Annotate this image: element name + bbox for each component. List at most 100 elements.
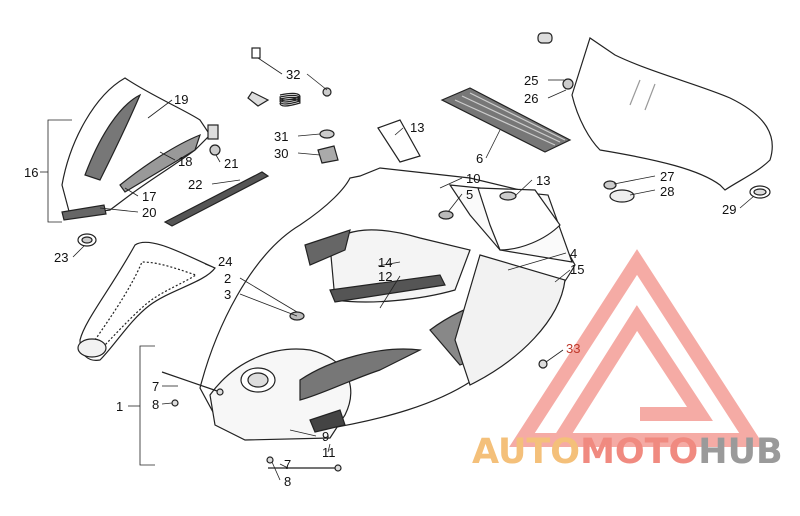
leader-20 [99, 207, 139, 213]
pin-7-upper-head [216, 388, 224, 396]
leader-13a [394, 127, 404, 136]
side-panel-13 [377, 119, 561, 251]
hood-graphic [329, 274, 446, 303]
leader-22 [211, 179, 241, 185]
console-assembly [61, 77, 270, 247]
callout-13a: 13 [410, 120, 424, 135]
callout-19: 19 [174, 92, 188, 107]
leader-lines [40, 57, 755, 481]
callout-18: 18 [178, 154, 192, 169]
callout-28: 28 [660, 184, 674, 199]
grommet-23-inner [81, 236, 93, 244]
callout-9: 9 [322, 429, 329, 444]
bezel-24 [77, 241, 216, 361]
headlight-inner [247, 372, 269, 388]
leader-28 [629, 189, 656, 196]
callout-30: 30 [274, 146, 288, 161]
clip-8-lower [266, 456, 274, 464]
bezel-cup [77, 338, 107, 358]
leader-4 [507, 252, 567, 271]
bracket-1 [139, 345, 155, 466]
vent-grille-6 [440, 87, 572, 153]
panel-13b-vent [499, 191, 517, 201]
console-clip [207, 124, 219, 140]
watermark-auto: AUTO [472, 432, 581, 472]
decal-22 [163, 171, 270, 227]
leader-8a [161, 402, 173, 405]
grommet-29-inner [753, 188, 767, 196]
grommet-5 [438, 210, 454, 220]
callout-6: 6 [476, 151, 483, 166]
callout-7b: 7 [284, 457, 291, 472]
screw-26 [562, 78, 574, 90]
leader-8b [271, 461, 281, 481]
watermark-logo [509, 249, 765, 447]
watermark-hub: HUB [698, 432, 783, 472]
leader-33 [545, 349, 564, 363]
leader-31 [297, 133, 321, 137]
clip-8-upper [171, 399, 179, 407]
callout-29: 29 [722, 202, 736, 217]
grommet-27 [603, 180, 617, 190]
callout-4: 4 [570, 246, 577, 261]
leader-10 [439, 177, 463, 189]
callout-8b: 8 [284, 474, 291, 489]
screw-33 [538, 359, 548, 369]
bracket-32 [247, 91, 270, 107]
callout-3: 3 [224, 287, 231, 302]
washer-27 [609, 189, 635, 203]
leader-3 [239, 293, 298, 317]
callout-12: 12 [378, 269, 392, 284]
bracket-16 [47, 119, 72, 223]
callout-labels: 1 2 3 4 5 6 7 8 7 8 9 10 11 12 13 13 14 … [24, 67, 736, 489]
leader-18 [159, 151, 176, 161]
leader-6 [485, 129, 501, 159]
callout-31: 31 [274, 129, 288, 144]
callout-27: 27 [660, 169, 674, 184]
callout-13b: 13 [536, 173, 550, 188]
callout-10: 10 [466, 171, 480, 186]
leader-24 [204, 263, 216, 269]
cap-25 [537, 32, 553, 44]
leader-19 [147, 99, 173, 119]
hood-assembly [199, 167, 576, 441]
leader-23 [72, 245, 85, 258]
pin-7-lower-head [334, 464, 342, 472]
panel-13b [477, 187, 561, 251]
windshield-reflection [644, 83, 656, 111]
mount-30 [317, 145, 339, 164]
callout-7a: 7 [152, 379, 159, 394]
windshield-28 [571, 37, 773, 191]
console-trim-20 [61, 204, 107, 221]
pin-hardware [161, 359, 548, 472]
leader-11 [327, 443, 331, 453]
callout-22: 22 [188, 177, 202, 192]
callout-20: 20 [142, 205, 156, 220]
leader-29 [739, 195, 755, 209]
leader-26 [547, 89, 567, 99]
vent-grille-outline [440, 87, 572, 153]
callout-16: 16 [24, 165, 38, 180]
windshield-reflection [629, 79, 641, 106]
leader-2 [239, 277, 298, 313]
watermark-text: AUTOMOTOHUB [472, 430, 783, 474]
bezel-outline [79, 241, 216, 361]
callout-1: 1 [116, 399, 123, 414]
leader-32b [306, 73, 328, 91]
leader-12 [379, 275, 401, 309]
leader-17 [124, 187, 139, 197]
callout-32: 32 [286, 67, 300, 82]
hood-graphic [304, 229, 351, 266]
console-panel [61, 77, 211, 216]
callout-33: 33 [566, 341, 580, 356]
vent-grille-slots [454, 92, 566, 146]
console-graphic [84, 93, 142, 181]
callout-26: 26 [524, 91, 538, 106]
hood-graphic [309, 409, 346, 433]
callout-24: 24 [218, 254, 232, 269]
callout-25: 25 [524, 73, 538, 88]
leader-21 [215, 154, 221, 163]
leader-7b [279, 463, 289, 469]
nut-21 [209, 144, 221, 156]
